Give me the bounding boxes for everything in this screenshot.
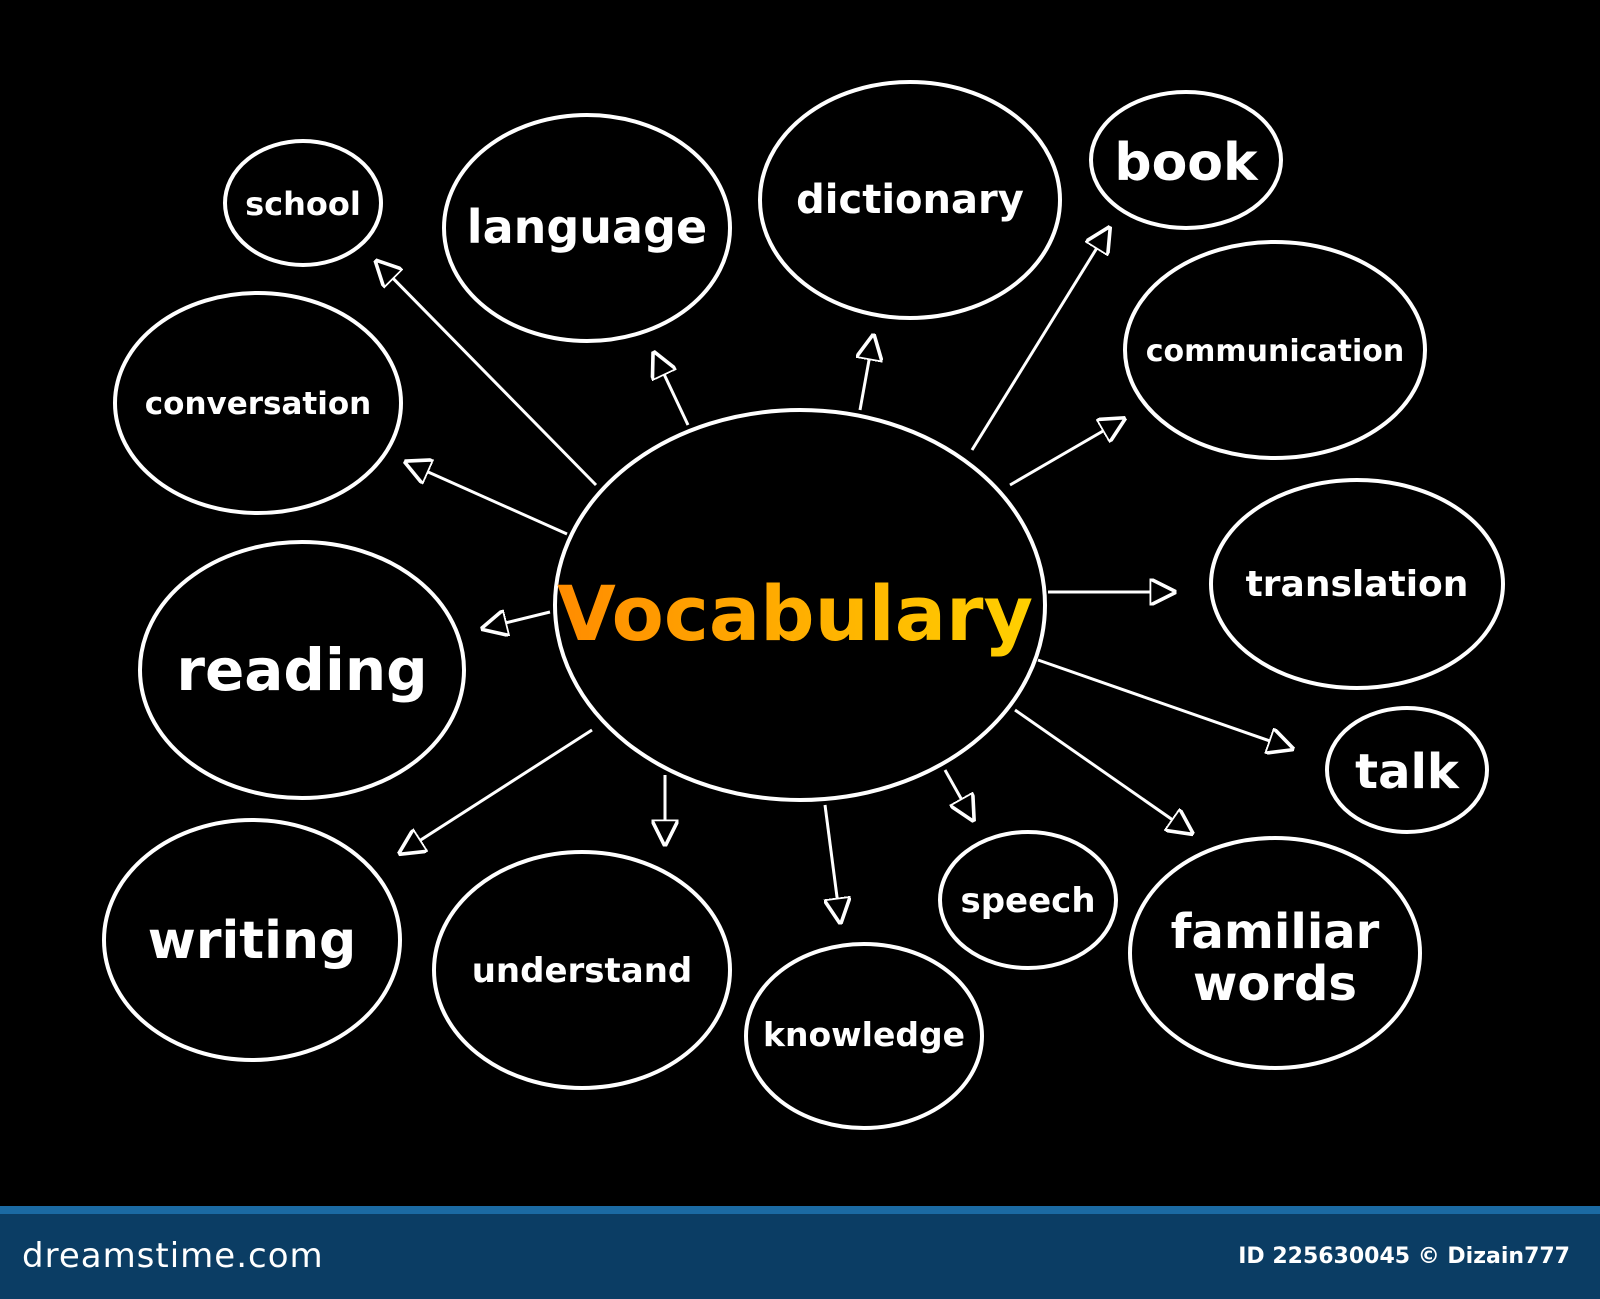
node-familiar-words-ellipse	[1128, 836, 1422, 1070]
node-translation-ellipse	[1209, 478, 1505, 690]
node-knowledge: knowledge	[744, 942, 984, 1130]
node-conversation: conversation	[113, 291, 403, 515]
footer-bar: dreamstime.com ID 225630045 © Dizain777	[0, 1206, 1600, 1299]
node-speech-ellipse	[938, 830, 1118, 970]
center-ellipse	[553, 408, 1047, 802]
node-speech: speech	[938, 830, 1118, 970]
node-writing-label: writing	[148, 911, 356, 971]
arrow-to-talk	[1037, 658, 1290, 748]
arrow-to-language	[655, 355, 690, 426]
node-school-ellipse	[223, 139, 383, 267]
node-understand: understand	[432, 850, 732, 1090]
node-communication: communication	[1123, 240, 1427, 460]
node-talk: talk	[1325, 706, 1489, 834]
arrow-to-school	[378, 263, 598, 487]
node-speech-label: speech	[960, 881, 1095, 921]
arrow-to-reading	[485, 612, 551, 628]
node-language: language	[442, 113, 732, 343]
center-label: Vocabulary	[557, 569, 1033, 658]
node-book-label: book	[1114, 133, 1259, 193]
connectors	[378, 230, 1290, 920]
node-language-ellipse	[442, 113, 732, 343]
node-reading-label: reading	[176, 636, 427, 704]
node-school: school	[223, 139, 383, 267]
arrow-to-book	[970, 230, 1108, 451]
node-dictionary-label: dictionary	[796, 177, 1024, 223]
node-writing-ellipse	[102, 818, 402, 1062]
node-book: book	[1089, 90, 1283, 230]
node-familiar-words: familiar words	[1128, 836, 1422, 1070]
node-knowledge-ellipse	[744, 942, 984, 1130]
node-communication-ellipse	[1123, 240, 1427, 460]
node-reading: reading	[138, 540, 466, 800]
node-familiar-words-label-line1: familiar	[1171, 904, 1380, 960]
arrow-to-speech	[943, 769, 972, 818]
node-conversation-ellipse	[113, 291, 403, 515]
arrow-to-familiar-words	[1014, 708, 1190, 832]
node-book-ellipse	[1089, 90, 1283, 230]
node-school-label: school	[245, 185, 361, 223]
node-translation-label: translation	[1246, 564, 1469, 605]
node-talk-ellipse	[1325, 706, 1489, 834]
node-dictionary: dictionary	[758, 80, 1062, 320]
arrow-to-writing	[402, 728, 593, 852]
node-dictionary-ellipse	[758, 80, 1062, 320]
node-language-label: language	[467, 200, 707, 254]
arrow-to-conversation	[408, 463, 568, 536]
arrow-to-communication	[1009, 420, 1122, 487]
node-understand-label: understand	[472, 951, 693, 991]
node-communication-label: communication	[1146, 334, 1405, 369]
arrow-to-dictionary	[860, 338, 873, 411]
node-understand-ellipse	[432, 850, 732, 1090]
stock-id-text: ID 225630045 © Dizain777	[1238, 1244, 1570, 1269]
node-talk-label: talk	[1355, 744, 1460, 800]
brand-logo-text: dreamstime.com	[22, 1236, 324, 1276]
center-node: Vocabulary	[553, 408, 1047, 802]
mind-map: Vocabulary school language dictionary bo…	[102, 80, 1505, 1130]
node-translation: translation	[1209, 478, 1505, 690]
node-reading-ellipse	[138, 540, 466, 800]
node-conversation-label: conversation	[145, 386, 371, 422]
node-knowledge-label: knowledge	[763, 1015, 965, 1054]
node-familiar-words-label-line2: words	[1193, 956, 1357, 1012]
arrow-to-knowledge	[823, 804, 840, 920]
node-writing: writing	[102, 818, 402, 1062]
